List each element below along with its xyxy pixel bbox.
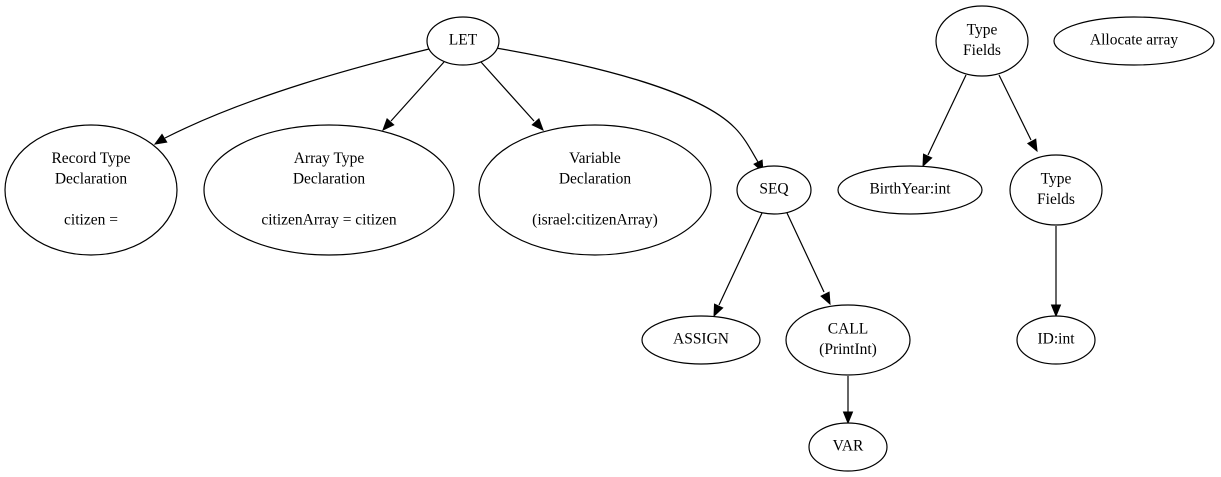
node-label-line: SEQ: [759, 181, 788, 198]
node-allocate-array: Allocate array: [1053, 16, 1215, 66]
arrowhead: [153, 133, 168, 145]
edge-line: [495, 47, 759, 163]
node-ellipse: [808, 422, 888, 472]
edge-call-to-var: [842, 376, 854, 425]
edge-line: [786, 212, 825, 293]
arrowhead: [531, 117, 544, 131]
node-let: LET: [426, 16, 500, 66]
node-ellipse: [1009, 154, 1103, 226]
node-label-line: Variable: [569, 150, 621, 167]
node-ellipse: [1016, 315, 1096, 365]
edge-let-to-record-type-decl: [153, 48, 430, 145]
node-label-line: Array Type: [294, 150, 365, 167]
node-label-line: Declaration: [559, 170, 632, 187]
node-ellipse: [1053, 16, 1215, 66]
node-ellipse: [837, 165, 983, 215]
edge-line: [718, 212, 763, 306]
edge-let-to-variable-decl: [480, 61, 544, 131]
node-label-line: Fields: [963, 42, 1001, 59]
node-label-line: citizenArray = citizen: [261, 211, 397, 228]
node-label-line: VAR: [833, 438, 864, 455]
node-label-line: Type: [967, 21, 998, 38]
edge-line: [390, 61, 445, 122]
node-label-line: Declaration: [55, 170, 128, 187]
edge-type-fields-1-to-type-fields-2: [998, 74, 1038, 153]
node-label-line: CALL: [828, 320, 868, 337]
arrowhead: [1026, 138, 1038, 153]
node-seq: SEQ: [736, 165, 812, 215]
arrowhead: [1050, 304, 1062, 318]
arrowhead: [713, 303, 724, 318]
node-birth-year: BirthYear:int: [837, 165, 983, 215]
node-call: CALL (PrintInt): [785, 304, 911, 376]
node-ellipse: [4, 124, 178, 256]
edge-seq-to-call: [786, 212, 831, 306]
node-label-line: LET: [449, 32, 478, 49]
edge-let-to-array-type-decl: [382, 61, 445, 131]
node-label-line: Type: [1041, 170, 1072, 187]
node-label-line: Allocate array: [1090, 32, 1178, 49]
node-ellipse: [641, 315, 761, 365]
node-label-line: BirthYear:int: [869, 181, 951, 198]
edge-type-fields-2-to-id-int: [1050, 226, 1062, 318]
node-label-line: Record Type: [51, 150, 130, 167]
node-label-line: Declaration: [293, 170, 366, 187]
arrowhead: [842, 411, 854, 425]
node-ellipse: [736, 165, 812, 215]
node-label-line: citizen =: [64, 211, 118, 228]
node-ellipse: [203, 124, 455, 256]
node-ellipse: [785, 304, 911, 376]
node-ellipse: [426, 16, 500, 66]
edge-type-fields-1-to-birth-year: [922, 74, 967, 168]
edge-line: [998, 74, 1032, 141]
arrowhead: [820, 291, 831, 306]
arrowhead: [922, 153, 933, 168]
edge-line: [164, 48, 430, 139]
edge-seq-to-assign: [713, 212, 763, 318]
node-label-line: (israel:citizenArray): [532, 211, 658, 228]
edges-layer: [153, 47, 1062, 425]
node-ellipse: [935, 5, 1029, 77]
node-id-int: ID:int: [1016, 315, 1096, 365]
node-var: VAR: [808, 422, 888, 472]
node-label-line: Fields: [1037, 191, 1075, 208]
node-label-line: (PrintInt): [819, 341, 877, 358]
node-assign: ASSIGN: [641, 315, 761, 365]
node-ellipse: [478, 124, 712, 256]
edge-line: [480, 61, 535, 122]
arrowhead: [382, 117, 395, 131]
node-label-line: ID:int: [1037, 331, 1075, 348]
node-label-line: ASSIGN: [673, 331, 729, 348]
edge-line: [927, 74, 967, 156]
